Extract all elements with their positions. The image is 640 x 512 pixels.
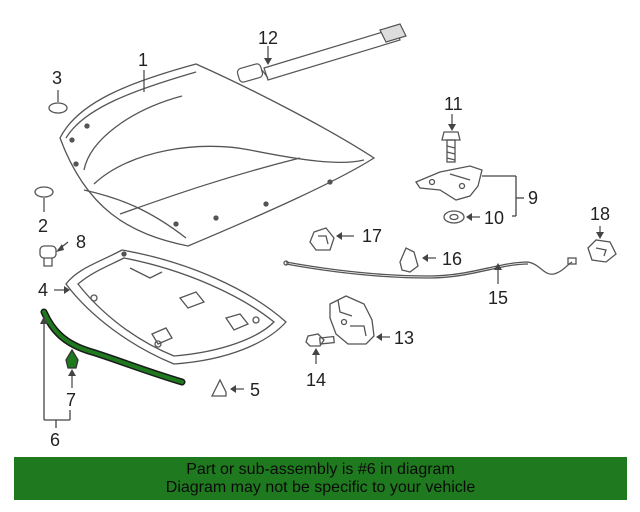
arrow-14	[312, 348, 320, 355]
hood-panel[interactable]	[59, 63, 376, 247]
hood-insulator[interactable]	[65, 249, 287, 365]
callout-6[interactable]: 6	[50, 430, 60, 450]
bolt-14[interactable]	[305, 333, 335, 347]
hood-seal-6[interactable]	[42, 310, 184, 384]
arrow-10	[466, 213, 472, 221]
clip-7[interactable]	[65, 348, 79, 369]
callout-13[interactable]: 13	[394, 328, 414, 348]
callout-15[interactable]: 15	[488, 288, 508, 308]
callout-1[interactable]: 1	[138, 50, 148, 70]
bolt-11[interactable]	[441, 131, 461, 163]
clip-18[interactable]	[587, 239, 617, 263]
clip-ring-3[interactable]	[48, 102, 68, 114]
callout-14[interactable]: 14	[306, 370, 326, 390]
arrow-17	[336, 232, 342, 240]
callout-2[interactable]: 2	[38, 216, 48, 236]
callout-7[interactable]: 7	[66, 390, 76, 410]
callout-18[interactable]: 18	[590, 204, 610, 224]
arrow-4	[64, 286, 70, 294]
hood-seal-outline	[40, 308, 186, 386]
arrow-18	[596, 232, 604, 239]
banner-line-2: Diagram may not be specific to your vehi…	[165, 479, 476, 496]
callout-16[interactable]: 16	[442, 249, 462, 269]
callout-9[interactable]: 9	[528, 188, 538, 208]
parts-diagram: 1 12 3 2 8 4	[34, 23, 617, 450]
callout-3[interactable]: 3	[52, 68, 62, 88]
arrow-16	[422, 254, 428, 262]
nut-10[interactable]	[443, 210, 465, 224]
arrow-12	[264, 58, 272, 65]
cushion-8[interactable]	[39, 245, 57, 267]
callout-17[interactable]: 17	[362, 226, 382, 246]
hood-latch[interactable]	[329, 295, 375, 345]
callout-8[interactable]: 8	[76, 232, 86, 252]
arrow-6	[40, 316, 48, 324]
clip-17[interactable]	[309, 227, 335, 251]
arrow-13	[376, 333, 382, 341]
clip-16[interactable]	[399, 247, 419, 273]
arrow-5	[230, 385, 236, 393]
bracket-6	[43, 322, 71, 428]
callout-4[interactable]: 4	[38, 280, 48, 300]
callout-12[interactable]: 12	[258, 28, 278, 48]
callout-11[interactable]: 11	[444, 94, 463, 114]
arrow-15	[494, 263, 502, 270]
clip-5[interactable]	[210, 378, 227, 397]
callout-10[interactable]: 10	[484, 208, 504, 228]
hood-hinge[interactable]	[415, 165, 483, 201]
arrow-8	[56, 244, 64, 252]
hood-release-cable[interactable]	[283, 257, 577, 279]
clip-2[interactable]	[34, 186, 54, 198]
banner-line-1: Part or sub-assembly is #6 in diagram	[186, 461, 455, 478]
arrow-7	[68, 369, 76, 376]
info-banner: Part or sub-assembly is #6 in diagram Di…	[14, 457, 627, 500]
callout-5[interactable]: 5	[250, 380, 260, 400]
bracket-9	[482, 175, 524, 217]
hood-support-strut[interactable]	[236, 23, 407, 83]
arrow-11	[448, 124, 456, 131]
